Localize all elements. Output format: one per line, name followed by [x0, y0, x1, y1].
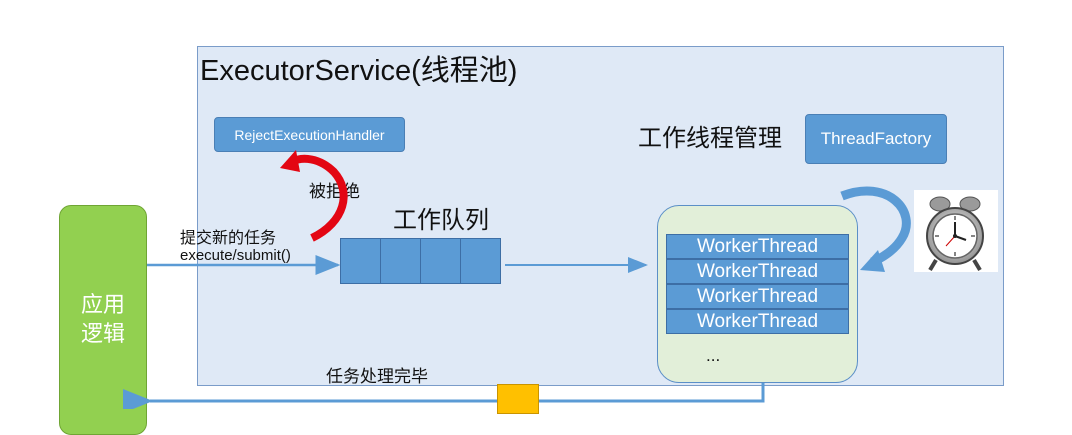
reject-arrow — [289, 154, 348, 242]
worker-thread: WorkerThread — [666, 234, 849, 259]
work-queue — [340, 238, 501, 284]
queue-cell — [460, 238, 501, 284]
result-return-arrow — [123, 383, 765, 409]
diagram-arrows — [123, 150, 911, 409]
reject-execution-handler-box: RejectExecutionHandler — [214, 117, 405, 152]
app-label-line2: 逻辑 — [80, 321, 125, 346]
thread-factory-arrow-head — [860, 250, 885, 272]
app-label-line1: 应用 — [80, 292, 125, 317]
thread-factory-arrow — [840, 186, 911, 267]
queue-cell — [380, 238, 421, 284]
submit-method-label: execute/submit() — [180, 247, 291, 264]
task-done-label: 任务处理完毕 — [326, 367, 428, 386]
thread-factory-box: ThreadFactory — [805, 114, 947, 164]
worker-thread: WorkerThread — [666, 259, 849, 284]
worker-thread: WorkerThread — [666, 309, 849, 334]
submit-task-label: 提交新的任务 — [180, 230, 277, 247]
thread-pool-title: ExecutorService(线程池) — [200, 55, 518, 87]
more-workers-ellipsis: ... — [706, 346, 721, 365]
result-marker — [497, 384, 539, 414]
worker-thread: WorkerThread — [666, 284, 849, 309]
queue-cell — [420, 238, 461, 284]
thread-pool-container — [197, 46, 1004, 386]
reject-arrow-head — [280, 150, 300, 172]
alarm-clock-icon — [914, 190, 998, 272]
worker-management-label: 工作线程管理 — [638, 125, 782, 152]
work-queue-label: 工作队列 — [393, 207, 489, 234]
